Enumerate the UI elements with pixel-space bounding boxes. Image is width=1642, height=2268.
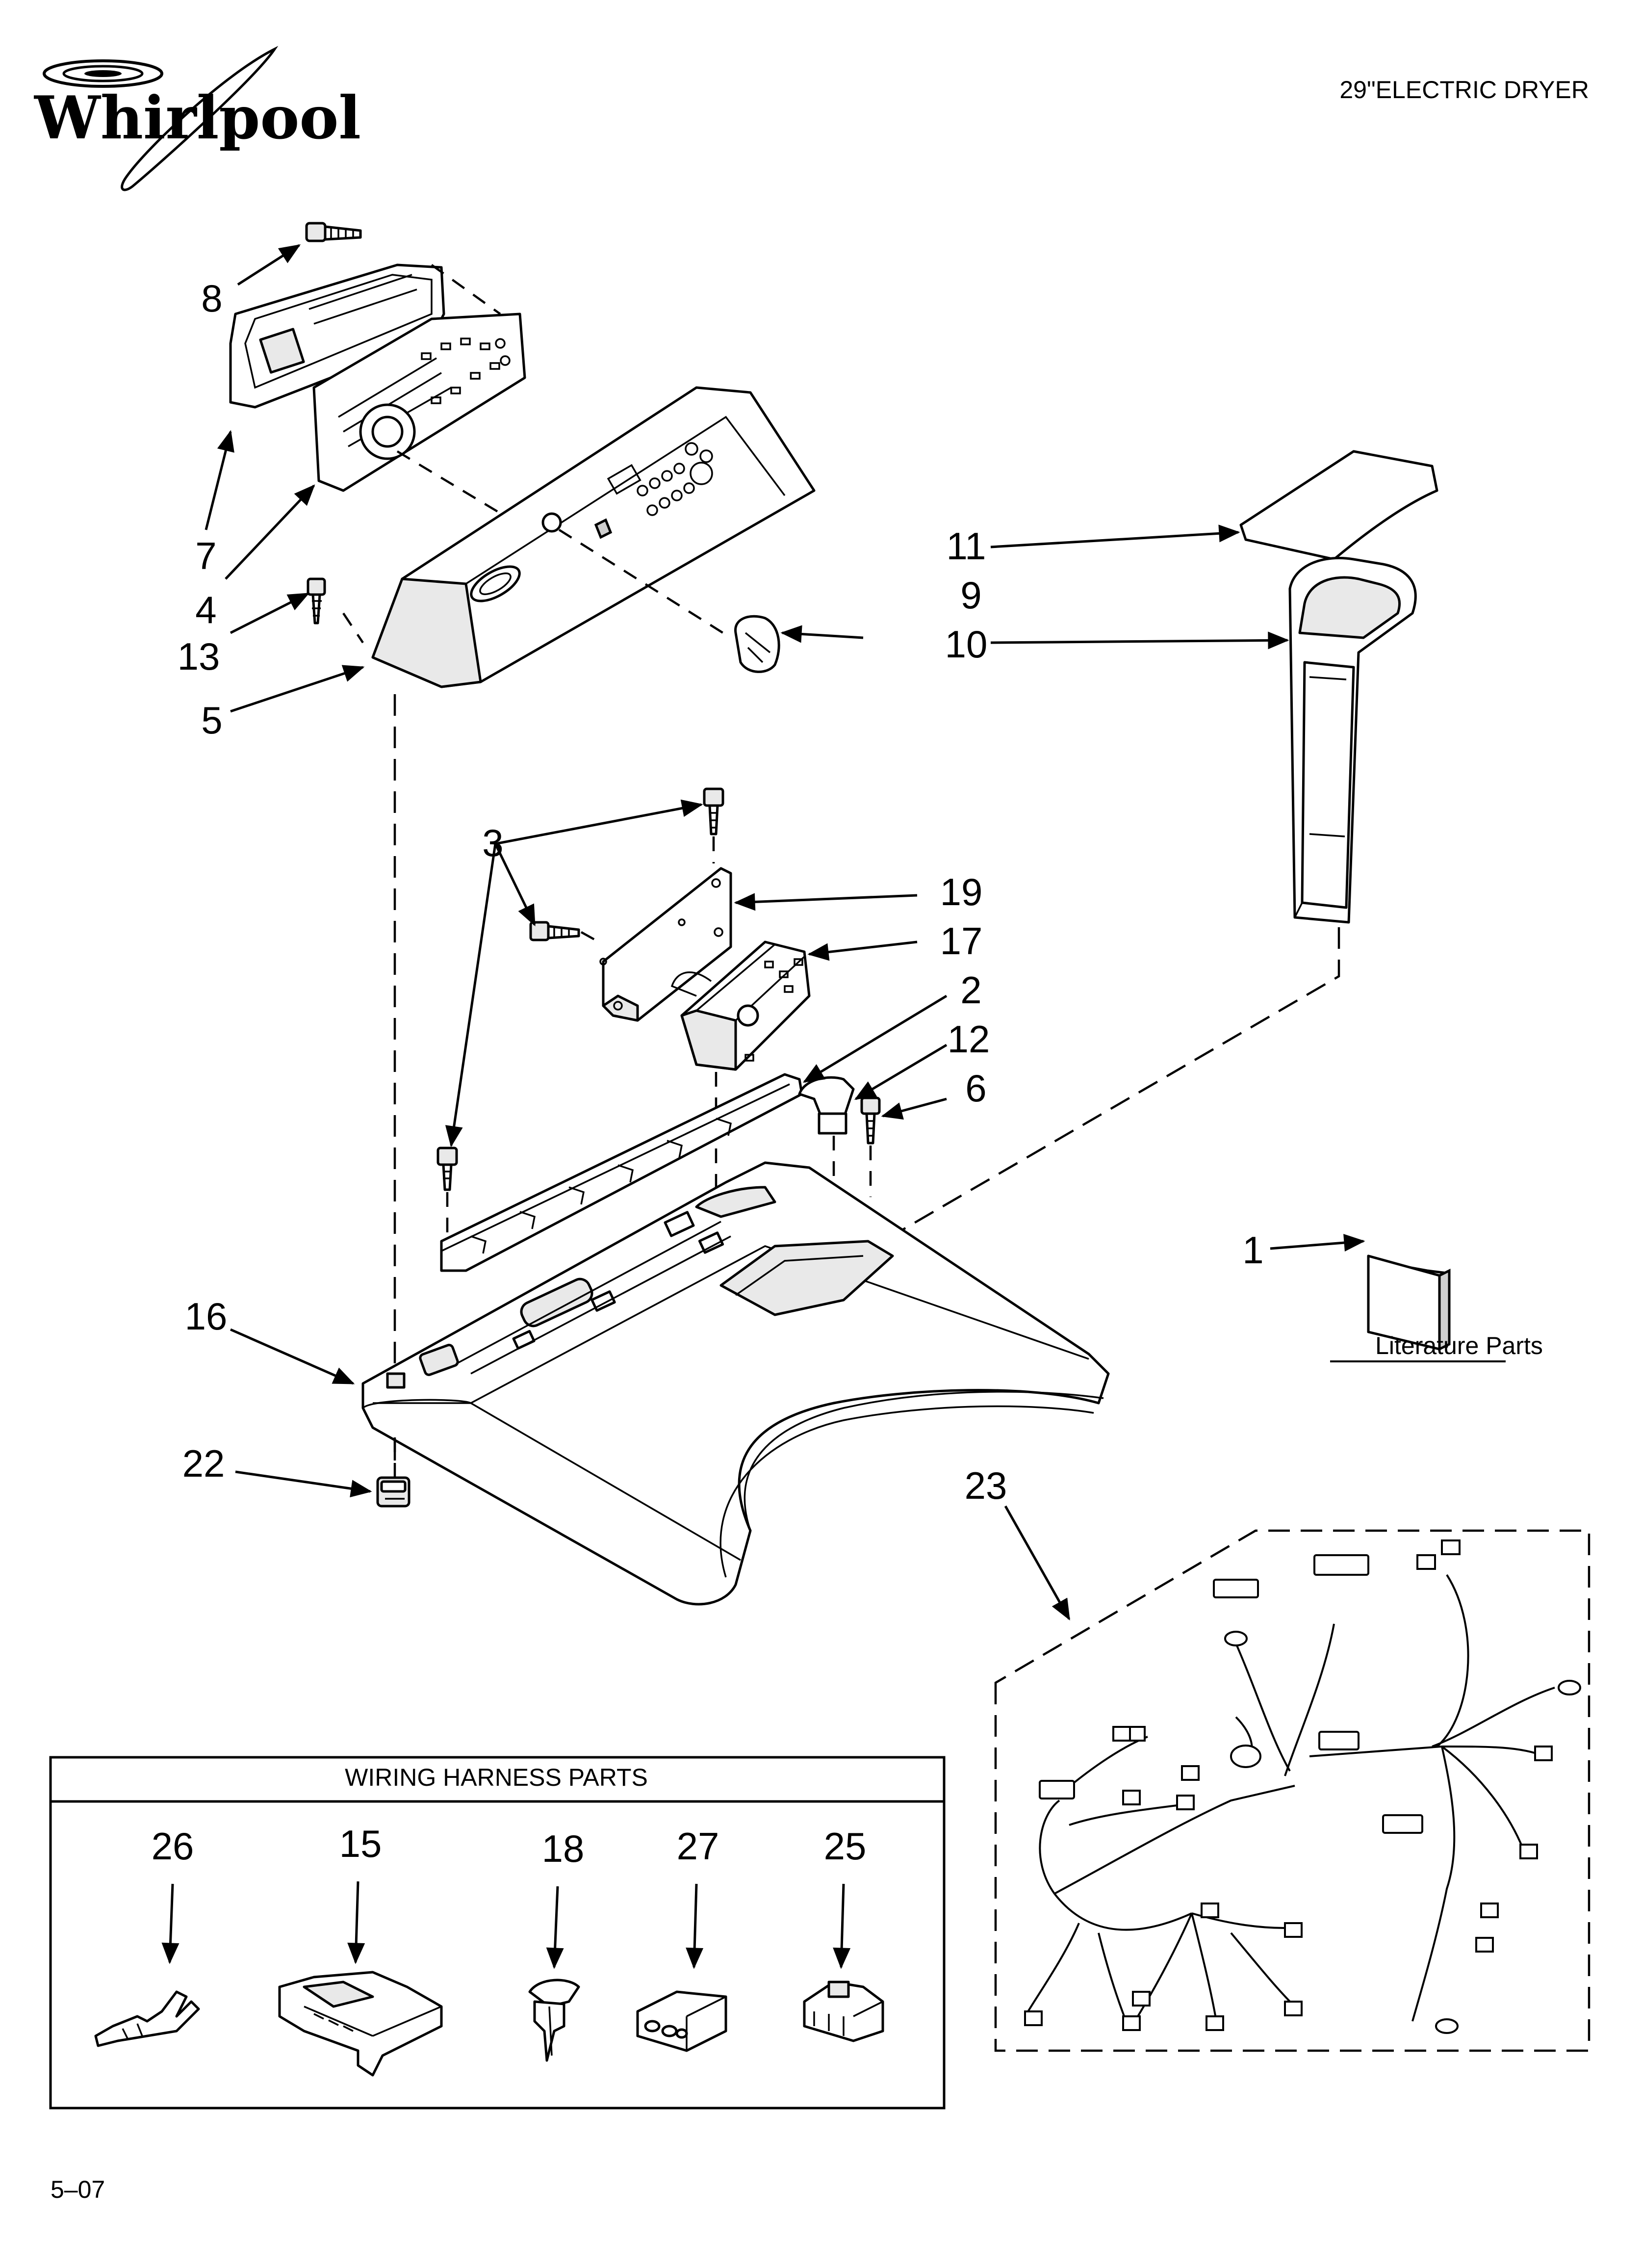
connector-25-icon [803, 1981, 884, 2042]
callout-9: 9 [960, 574, 981, 617]
callout-numbers: 8 7 4 13 5 11 9 10 3 19 17 2 12 6 1 16 2… [178, 277, 1264, 1507]
screw-13-icon [307, 577, 326, 625]
harness-callout-27: 27 [677, 1825, 719, 1868]
screw-3c-icon [436, 1147, 458, 1191]
screw-3a-icon [703, 787, 724, 835]
leader-lines-top-left [205, 244, 864, 713]
screw-6-icon [860, 1096, 881, 1145]
callout-2: 2 [960, 968, 981, 1012]
clip-12-icon [798, 1076, 855, 1135]
wiring-harness-parts-box: WIRING HARNESS PARTS 26 15 18 27 [49, 1756, 946, 2110]
callout-3: 3 [482, 821, 503, 864]
literature-parts-label: Literature Parts [1375, 1332, 1543, 1359]
literature-parts-icon [1367, 1254, 1451, 1352]
brand-logo-text: Whirlpool [33, 83, 361, 153]
callout-16: 16 [185, 1295, 228, 1338]
connector-27-icon [636, 1990, 727, 2052]
lint-screen-assembly [1239, 450, 1438, 924]
whirlpool-logo: Whirlpool [33, 46, 361, 191]
logo-swirl-icon [43, 59, 163, 88]
screw-8-icon [305, 222, 362, 242]
callout-6: 6 [965, 1067, 986, 1110]
harness-callout-18: 18 [542, 1827, 585, 1870]
callout-5: 5 [201, 699, 222, 742]
harness-callout-15: 15 [339, 1822, 382, 1865]
knob-9-icon [734, 615, 780, 673]
terminal-26-icon [94, 1990, 200, 2047]
callout-19: 19 [940, 870, 983, 913]
callout-22: 22 [182, 1442, 225, 1485]
harness-callout-26: 26 [152, 1825, 194, 1868]
wiring-harness-title: WIRING HARNESS PARTS [345, 1764, 648, 1791]
screw-3b-icon [529, 921, 580, 941]
callout-8: 8 [201, 277, 222, 320]
callout-17: 17 [940, 919, 983, 963]
callout-10: 10 [945, 623, 988, 666]
page-title: 29"ELECTRIC DRYER [1339, 76, 1589, 104]
callout-1: 1 [1242, 1228, 1263, 1272]
page-code: 5–07 [51, 2176, 105, 2203]
wiring-harness-23 [994, 1505, 1591, 2052]
callout-12: 12 [948, 1017, 990, 1061]
callout-7: 7 [195, 534, 216, 577]
harness-callout-25: 25 [824, 1825, 867, 1868]
leveling-foot-22-icon [376, 1437, 410, 1508]
callout-23: 23 [965, 1464, 1007, 1507]
dryer-top-assembly [361, 1161, 1110, 1606]
callout-11: 11 [947, 524, 986, 568]
control-panel-assembly [229, 222, 816, 688]
callout-13: 13 [178, 635, 220, 678]
connector-15-icon [278, 1971, 443, 2077]
callout-4: 4 [195, 588, 216, 631]
clip-18-icon [528, 1979, 580, 2062]
machine-control-assembly [436, 787, 881, 1272]
